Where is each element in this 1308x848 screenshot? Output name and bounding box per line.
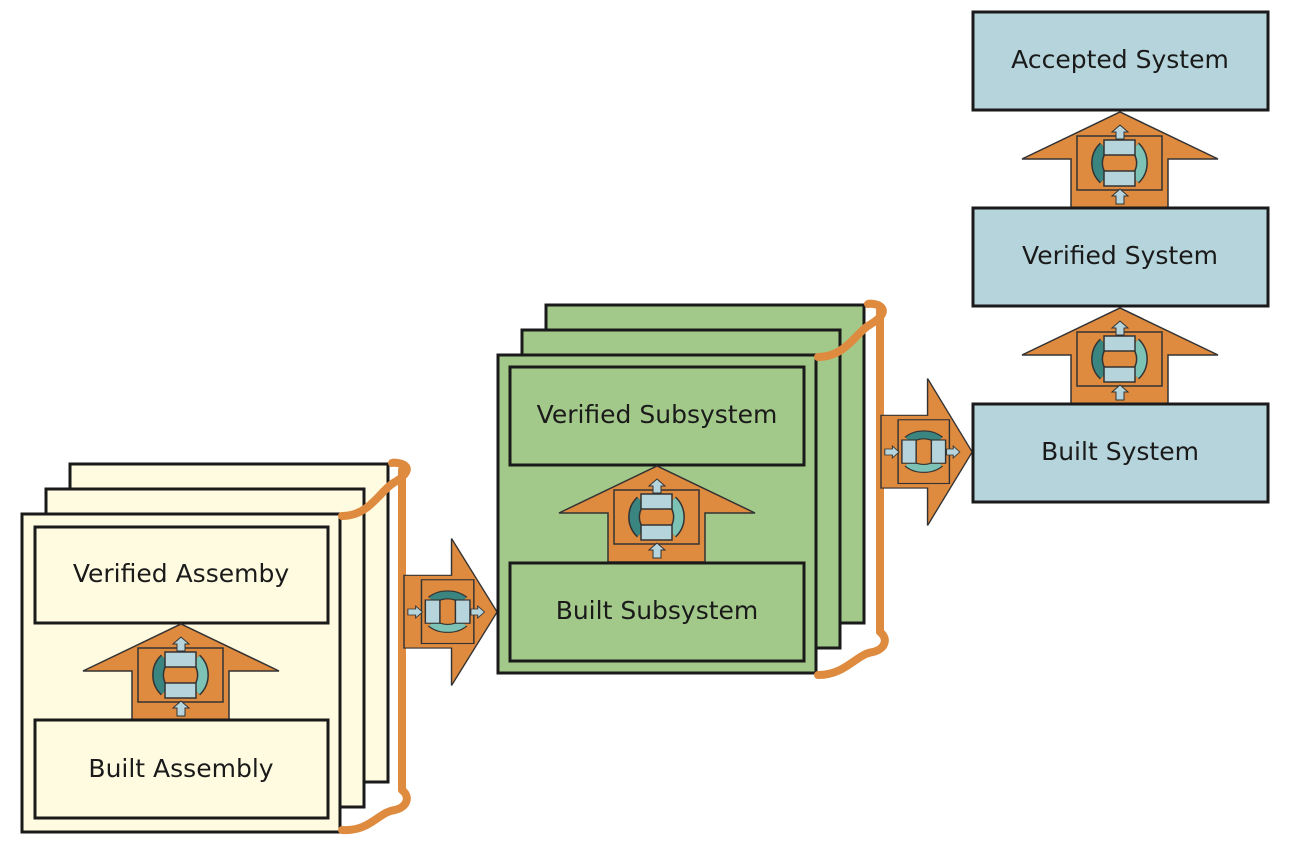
- verified-subsystem-box: [508, 365, 806, 467]
- assembly-brace: [338, 458, 411, 835]
- verified-system-label: Verified System: [1022, 241, 1218, 270]
- verified-system-box: [971, 206, 1270, 308]
- subsystem-brace: [814, 299, 889, 679]
- verified-subsystem-label: Verified Subsystem: [537, 400, 778, 429]
- built-system-label: Built System: [1041, 437, 1199, 466]
- built-system-box: [971, 402, 1270, 504]
- assembly-stack: Verified Assemby Built Assembly: [20, 462, 390, 834]
- built-subsystem-label: Built Subsystem: [556, 596, 759, 625]
- subsystem-stack: Verified Subsystem Built Subsystem: [496, 303, 866, 675]
- verified-assembly-label: Verified Assemby: [73, 559, 289, 588]
- verify-cycle-up-arrow-icon: [1022, 308, 1218, 404]
- built-assembly-box: [33, 718, 330, 820]
- accepted-system-box: [971, 10, 1270, 112]
- built-subsystem-box: [508, 561, 806, 663]
- verify-cycle-right-arrow-icon: [404, 539, 497, 686]
- verify-cycle-right-arrow-icon: [881, 379, 972, 526]
- verify-cycle-up-arrow-icon: [1022, 112, 1218, 208]
- verified-assembly-box: [33, 525, 330, 625]
- built-assembly-label: Built Assembly: [88, 754, 273, 783]
- system-column: Accepted System Verified System Built Sy…: [971, 10, 1270, 504]
- accepted-system-label: Accepted System: [1011, 45, 1229, 74]
